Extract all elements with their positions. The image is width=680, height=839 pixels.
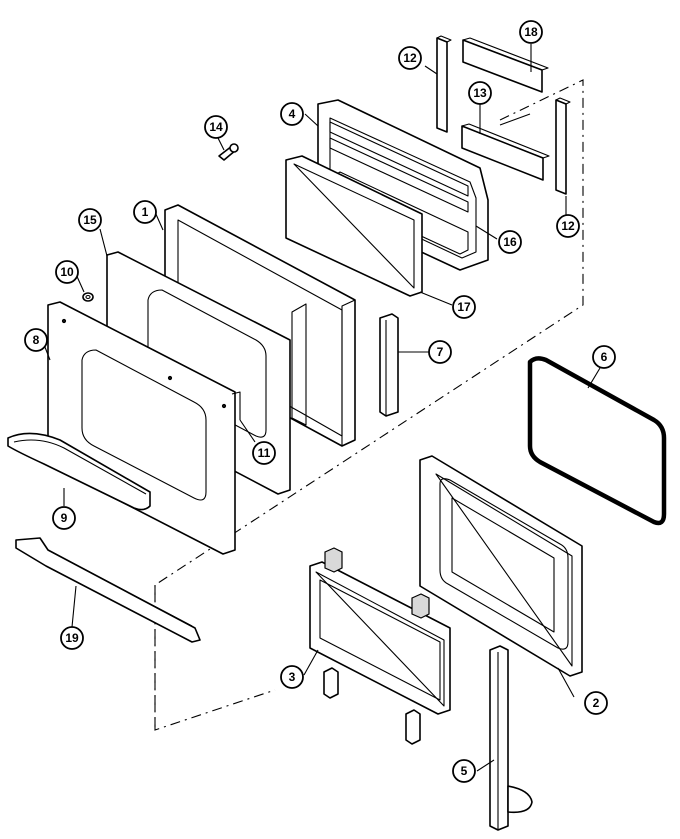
callout-8-label: 8: [33, 333, 40, 347]
callout-2: 2: [584, 691, 608, 715]
callout-11-label: 11: [258, 446, 271, 460]
part-2-door-liner: [419, 455, 583, 677]
callout-2-label: 2: [593, 696, 600, 710]
callout-13: 13: [468, 81, 492, 105]
callout-11: 11: [252, 441, 276, 465]
callout-1: 1: [133, 200, 157, 224]
callout-7-label: 7: [437, 345, 444, 359]
callout-12-top-label: 12: [403, 51, 417, 65]
part-3-lower-door-assembly: [309, 547, 451, 745]
callout-15-label: 15: [83, 213, 97, 227]
callout-16-label: 16: [503, 235, 517, 249]
part-12-right-channel: [555, 97, 571, 195]
callout-9-label: 9: [61, 511, 68, 525]
callout-17: 17: [452, 295, 476, 319]
callout-5: 5: [452, 759, 476, 783]
part-10-bumper: [82, 292, 94, 302]
callout-19: 19: [60, 626, 84, 650]
part-9-handle: [7, 432, 151, 511]
callout-15: 15: [78, 208, 102, 232]
part-7-hinge-bracket: [379, 313, 399, 417]
callout-18-label: 18: [524, 25, 538, 39]
callout-6: 6: [592, 345, 616, 369]
part-6-gasket: [527, 356, 667, 526]
part-13-bottom-strip: [461, 123, 550, 181]
callout-6-label: 6: [601, 350, 608, 364]
callout-12-right-label: 12: [561, 219, 575, 233]
part-18-top-strip: [462, 37, 549, 93]
callout-10: 10: [55, 260, 79, 284]
callout-10-label: 10: [60, 265, 74, 279]
callout-1-label: 1: [142, 205, 149, 219]
callout-8: 8: [24, 328, 48, 352]
callout-5-label: 5: [461, 764, 468, 778]
part-19-bottom-trim: [15, 537, 201, 643]
callout-7: 7: [428, 340, 452, 364]
callout-4: 4: [280, 102, 304, 126]
leader-lines: [42, 44, 601, 772]
part-11-glass-edge: [231, 391, 241, 420]
callout-9: 9: [52, 506, 76, 530]
callout-3-label: 3: [289, 670, 296, 684]
part-14-screw: [218, 143, 239, 161]
callout-14-label: 14: [209, 120, 223, 134]
callout-13-label: 13: [473, 86, 487, 100]
callout-17-label: 17: [457, 300, 471, 314]
part-5-side-channel: [489, 645, 533, 831]
callout-3: 3: [280, 665, 304, 689]
part-12-left-channel: [436, 35, 452, 133]
callout-18: 18: [519, 20, 543, 44]
callout-14: 14: [204, 115, 228, 139]
part-17-glass-panel: [285, 155, 423, 297]
callout-12-top: 12: [398, 46, 422, 70]
callout-19-label: 19: [65, 631, 79, 645]
callout-12-right: 12: [556, 214, 580, 238]
callout-16: 16: [498, 230, 522, 254]
callout-4-label: 4: [289, 107, 296, 121]
